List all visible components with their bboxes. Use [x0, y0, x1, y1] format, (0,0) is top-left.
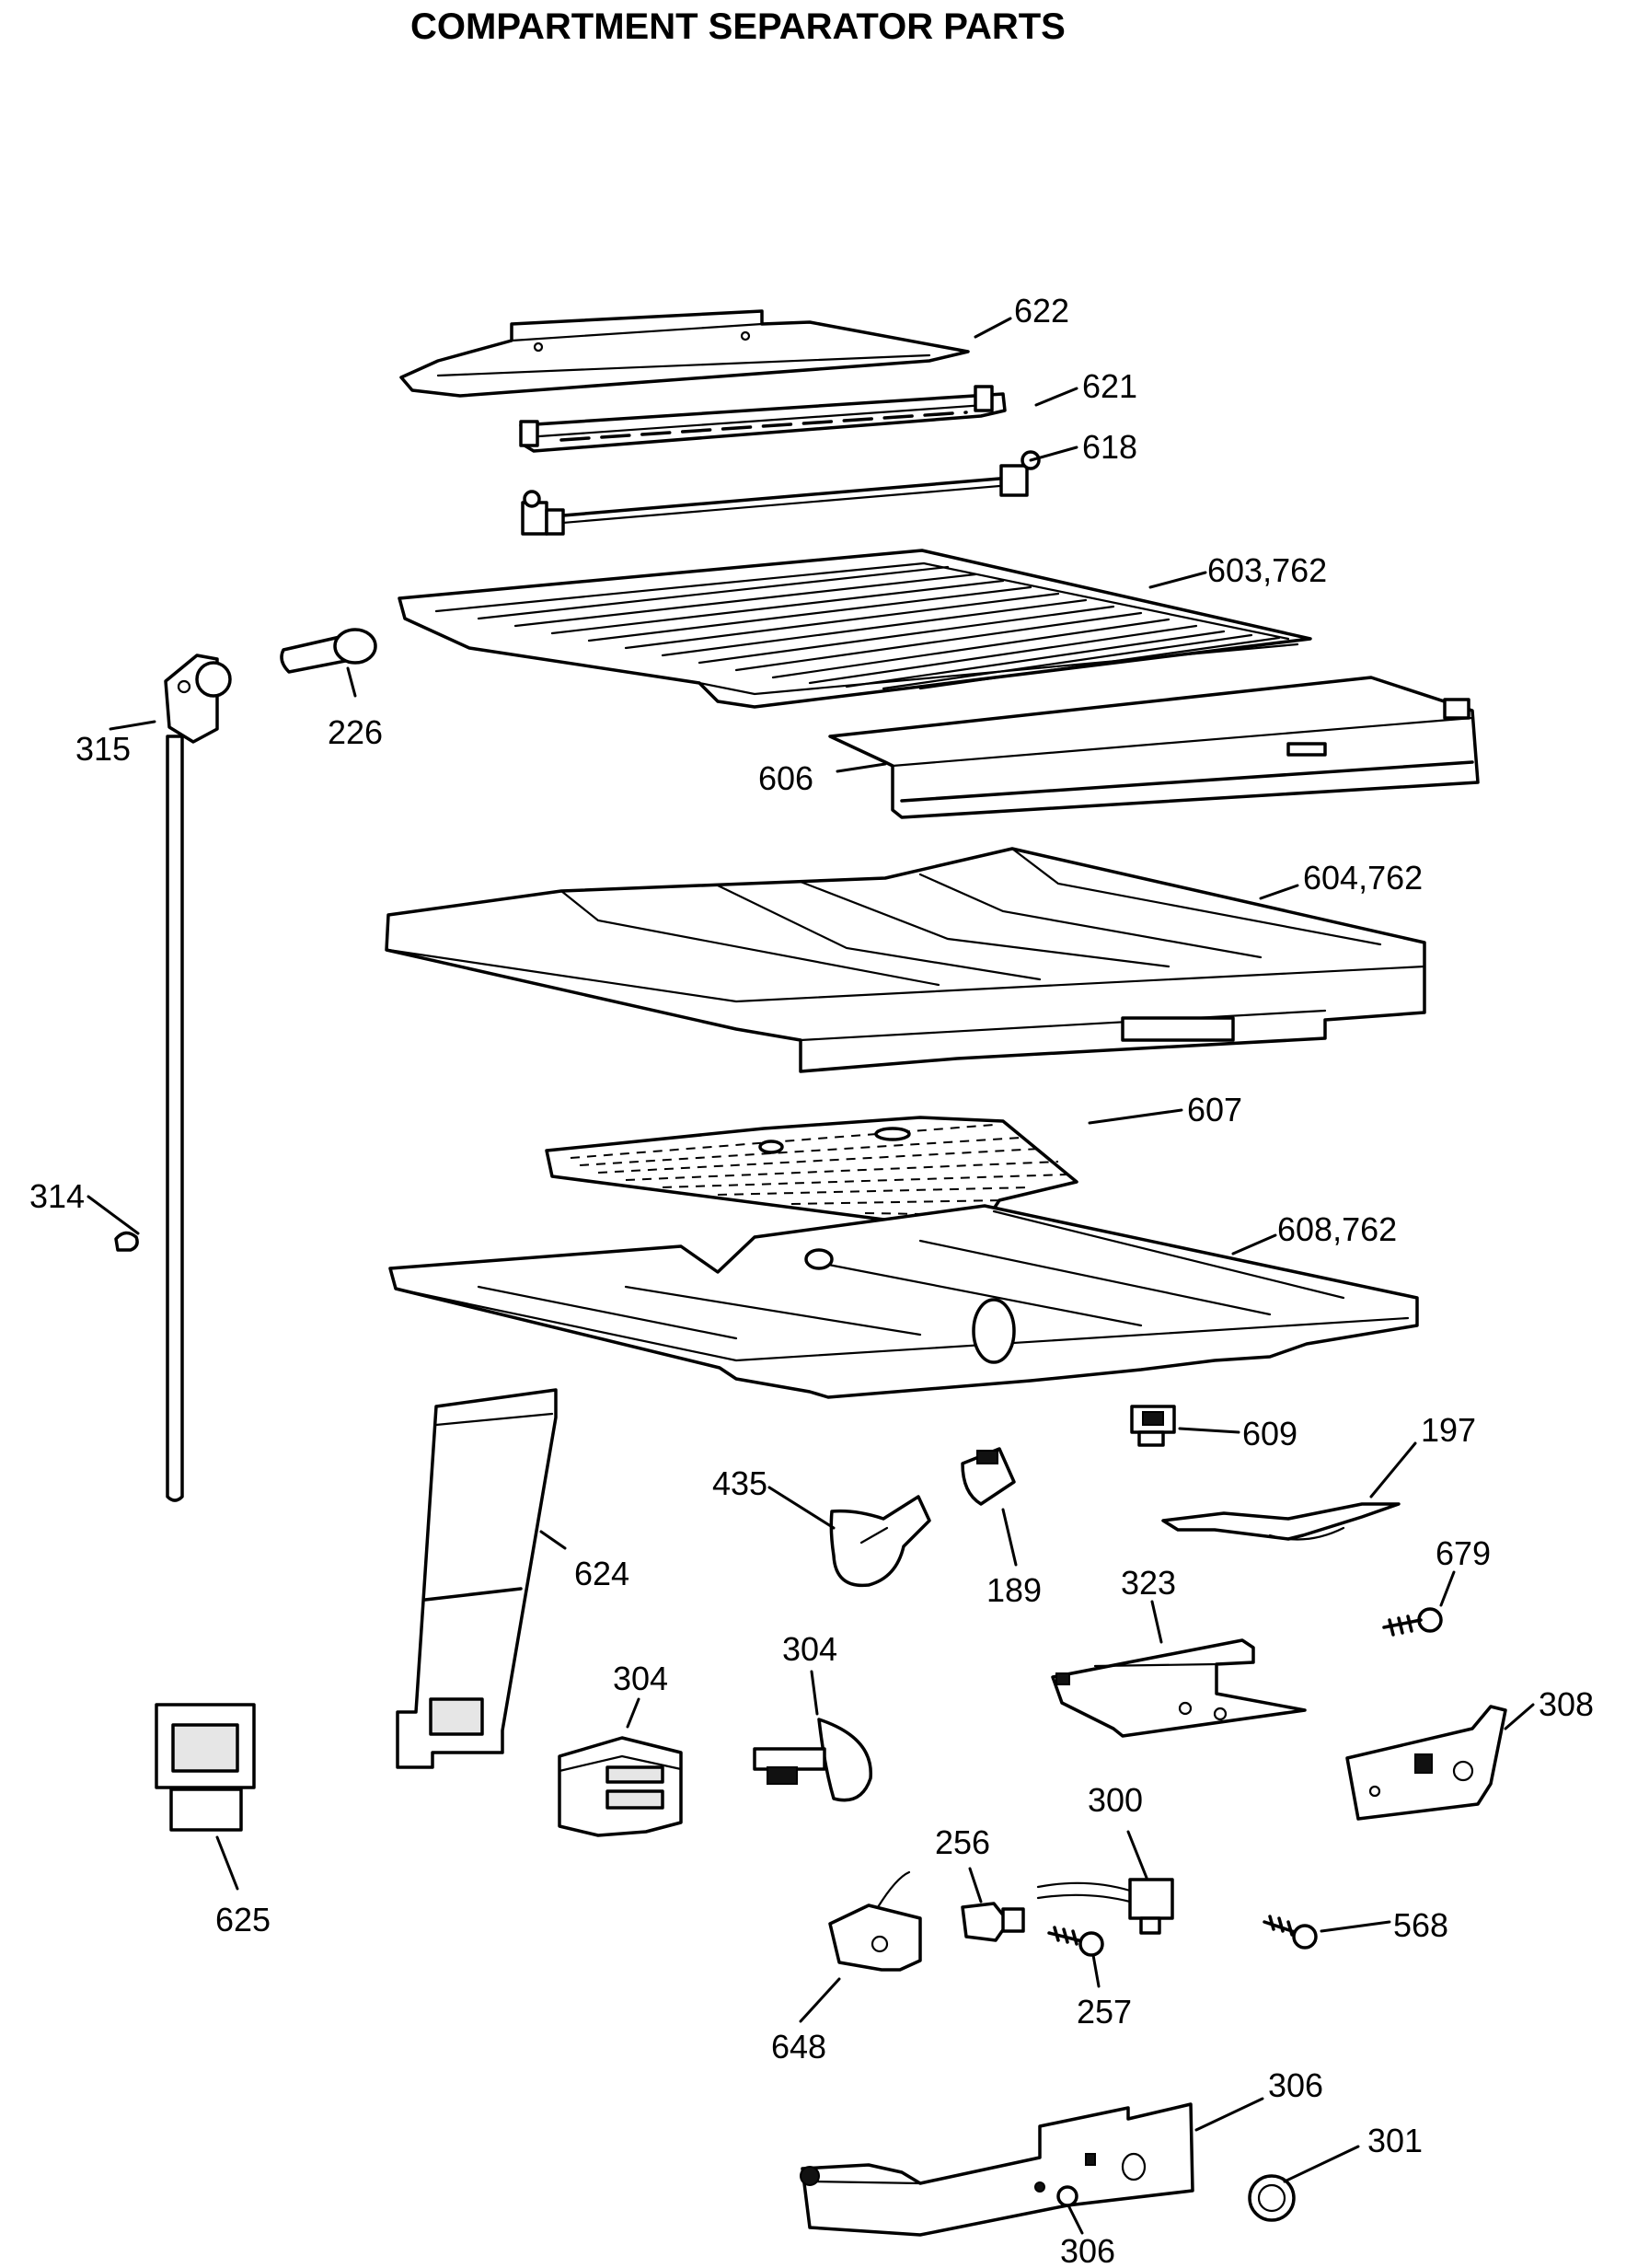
callout-622: 622 [1014, 292, 1069, 330]
part-189-socket [961, 1447, 1016, 1506]
callout-679: 679 [1436, 1534, 1491, 1572]
callout-labels: 622 621 618 603,762 315 226 606 604,762 … [29, 292, 1594, 2268]
callout-304-right: 304 [782, 1630, 837, 1668]
page-title: COMPARTMENT SEPARATOR PARTS [410, 6, 1066, 47]
part-609-switch [1130, 1405, 1176, 1447]
part-308-bracket [1345, 1705, 1507, 1821]
part-314-tube [114, 735, 184, 1502]
part-603-shelf [398, 549, 1312, 709]
part-226-pin [280, 628, 377, 674]
part-625-damper [155, 1703, 256, 1832]
callout-304-left: 304 [613, 1660, 668, 1697]
part-257-screw [1047, 1926, 1104, 1957]
callout-308: 308 [1539, 1685, 1594, 1723]
part-256-switch [961, 1902, 1025, 1942]
part-618-rod [521, 450, 1041, 536]
callout-604-762: 604,762 [1303, 859, 1423, 897]
part-197-harness [1161, 1502, 1401, 1541]
part-323-housing [1051, 1638, 1307, 1738]
callout-618: 618 [1082, 428, 1137, 466]
part-621-rail [519, 385, 1007, 453]
part-608-pan [388, 1204, 1419, 1399]
callout-306-top: 306 [1268, 2066, 1323, 2104]
callout-621: 621 [1082, 367, 1137, 405]
part-568-screw [1263, 1915, 1318, 1950]
part-306-bracket [800, 2102, 1194, 2237]
callout-197: 197 [1421, 1411, 1476, 1449]
shelf-ribs [477, 565, 1281, 690]
callout-300: 300 [1088, 1781, 1143, 1819]
callout-315: 315 [75, 730, 131, 768]
callout-648: 648 [771, 2028, 826, 2066]
callout-256: 256 [935, 1823, 990, 1861]
callout-301: 301 [1367, 2122, 1423, 2159]
callout-603-762: 603,762 [1207, 551, 1327, 589]
callout-624: 624 [574, 1555, 629, 1592]
callout-568: 568 [1393, 1906, 1448, 1944]
part-679-screw [1382, 1607, 1443, 1637]
callout-625: 625 [215, 1901, 271, 1938]
callout-323: 323 [1121, 1564, 1176, 1602]
part-304-housing [558, 1736, 683, 1837]
part-624-duct [396, 1388, 558, 1769]
callout-606: 606 [758, 759, 813, 797]
callout-306-bottom: 306 [1060, 2232, 1115, 2268]
callout-608-762: 608,762 [1277, 1210, 1397, 1248]
callout-226: 226 [328, 713, 383, 751]
part-304-dial [753, 1718, 872, 1802]
callout-189: 189 [986, 1571, 1042, 1609]
part-315-bracket [164, 654, 232, 744]
callout-314: 314 [29, 1177, 85, 1215]
part-604-tray [385, 847, 1426, 1073]
callout-435: 435 [712, 1464, 767, 1502]
part-606-trim [828, 676, 1480, 819]
callout-609: 609 [1242, 1415, 1297, 1452]
part-300-thermostat [1036, 1878, 1174, 1935]
part-648-motor [828, 1870, 922, 1972]
part-622-cover [399, 309, 970, 398]
leader-lines [86, 317, 1535, 2235]
callout-607: 607 [1187, 1091, 1242, 1128]
part-301-knob [1248, 2174, 1296, 2222]
part-435-bulb [829, 1495, 931, 1588]
callout-257: 257 [1077, 1993, 1132, 2031]
